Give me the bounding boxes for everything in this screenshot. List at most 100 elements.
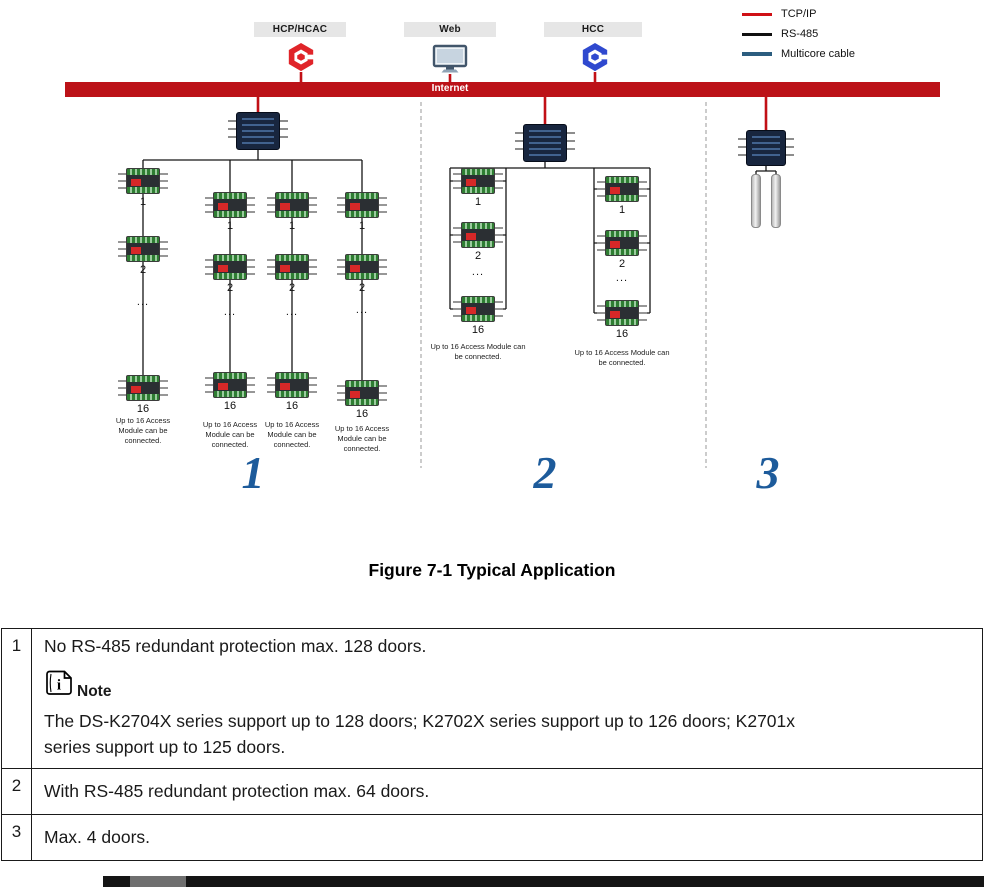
legend-label: TCP/IP [781, 8, 817, 20]
node-label-web: Web [404, 22, 496, 37]
ellipsis: ... [615, 272, 629, 284]
figure-7-1-diagram: TCP/IP RS-485 Multicore cable HCP/HCAC W… [65, 8, 940, 498]
svg-text:i: i [57, 678, 61, 694]
section-number-2: 2 [533, 447, 557, 498]
access-module [267, 192, 317, 218]
module-number-label: 2 [288, 282, 296, 294]
module-chip [610, 241, 620, 248]
module-number-label: 1 [474, 196, 482, 208]
module-number-label: 2 [474, 250, 482, 262]
section-divider-lines [420, 102, 707, 468]
row-content: Max. 4 doors. [32, 815, 982, 860]
ellipsis: ... [471, 266, 485, 278]
web-monitor-icon [432, 44, 468, 79]
module-number-label: 16 [285, 400, 299, 412]
module-chip [350, 391, 360, 398]
access-module [453, 168, 503, 194]
module-number-label: 1 [226, 220, 234, 232]
module-number-label: 1 [139, 196, 147, 208]
access-module [118, 236, 168, 262]
module-chip [280, 265, 290, 272]
note-header: i Note [44, 670, 970, 701]
module-number-label: 16 [615, 328, 629, 340]
access-module [453, 222, 503, 248]
door-lock-device [751, 174, 761, 228]
access-module [597, 176, 647, 202]
tcpip-line-swatch [742, 12, 772, 16]
rs485-line-swatch [742, 32, 772, 36]
column-note: Up to 16 Access Module can be connected. [574, 348, 670, 367]
access-module [337, 192, 387, 218]
note-icon: i [44, 670, 74, 701]
module-number-label: 2 [139, 264, 147, 276]
module-chip [350, 203, 360, 210]
legend-item-tcpip: TCP/IP [742, 8, 855, 20]
access-module [267, 254, 317, 280]
access-module [597, 300, 647, 326]
column-note: Up to 16 Access Module can be connected. [334, 424, 390, 453]
module-number-label: 16 [471, 324, 485, 336]
module-chip [131, 386, 141, 393]
module-number-label: 1 [358, 220, 366, 232]
access-module [597, 230, 647, 256]
access-module [118, 375, 168, 401]
table-row: 2 With RS-485 redundant protection max. … [2, 768, 982, 815]
access-module [453, 296, 503, 322]
column-note: Up to 16 Access Module can be connected. [115, 416, 171, 445]
module-number-label: 2 [358, 282, 366, 294]
module-chip [466, 179, 476, 186]
application-spec-table: 1 No RS-485 redundant protection max. 12… [1, 628, 983, 861]
module-chip [466, 307, 476, 314]
access-module [337, 254, 387, 280]
legend-item-multicore: Multicore cable [742, 48, 855, 60]
node-label-hcc: HCC [544, 22, 642, 37]
module-number-label: 1 [618, 204, 626, 216]
access-module [267, 372, 317, 398]
controller-ports [242, 118, 274, 144]
multicore-line-swatch [742, 52, 772, 56]
row-content: No RS-485 redundant protection max. 128 … [32, 629, 982, 768]
module-chip [218, 203, 228, 210]
note-label: Note [77, 683, 112, 700]
module-chip [131, 179, 141, 186]
column-note: Up to 16 Access Module can be connected. [202, 420, 258, 449]
module-chip [280, 203, 290, 210]
row-content: With RS-485 redundant protection max. 64… [32, 769, 982, 814]
access-module [205, 254, 255, 280]
legend-label: RS-485 [781, 28, 819, 40]
figure-caption: Figure 7-1 Typical Application [368, 560, 616, 580]
module-chip [610, 187, 620, 194]
module-chip [280, 383, 290, 390]
module-chip [131, 247, 141, 254]
column-note: Up to 16 Access Module can be connected. [264, 420, 320, 449]
module-number-label: 2 [226, 282, 234, 294]
ellipsis: ... [136, 296, 150, 308]
section-number-3: 3 [756, 447, 780, 498]
legend-item-rs485: RS-485 [742, 28, 855, 40]
table-row: 1 No RS-485 redundant protection max. 12… [2, 629, 982, 769]
row-number: 3 [2, 814, 32, 860]
column-note: Up to 16 Access Module can be connected. [430, 342, 526, 361]
module-chip [610, 311, 620, 318]
module-chip [218, 265, 228, 272]
tcpip-lines [256, 72, 768, 131]
row-text: Max. 4 doors. [44, 826, 151, 847]
section-number-1: 1 [241, 447, 265, 498]
row-text: No RS-485 redundant protection max. 128 … [44, 636, 427, 656]
controller-ports [529, 130, 561, 156]
module-number-label: 16 [136, 403, 150, 415]
access-module [205, 192, 255, 218]
module-number-label: 16 [355, 408, 369, 420]
ellipsis: ... [355, 304, 369, 316]
internet-bar: Internet [65, 82, 940, 97]
main-controller-3 [738, 130, 794, 166]
module-chip [350, 265, 360, 272]
row-number: 2 [2, 768, 32, 814]
ellipsis: ... [223, 306, 237, 318]
access-module [205, 372, 255, 398]
access-module [118, 168, 168, 194]
row-number: 1 [2, 629, 32, 768]
module-number-label: 16 [223, 400, 237, 412]
bottom-bar-gray-segment [130, 876, 186, 887]
main-controller-2 [515, 124, 575, 162]
